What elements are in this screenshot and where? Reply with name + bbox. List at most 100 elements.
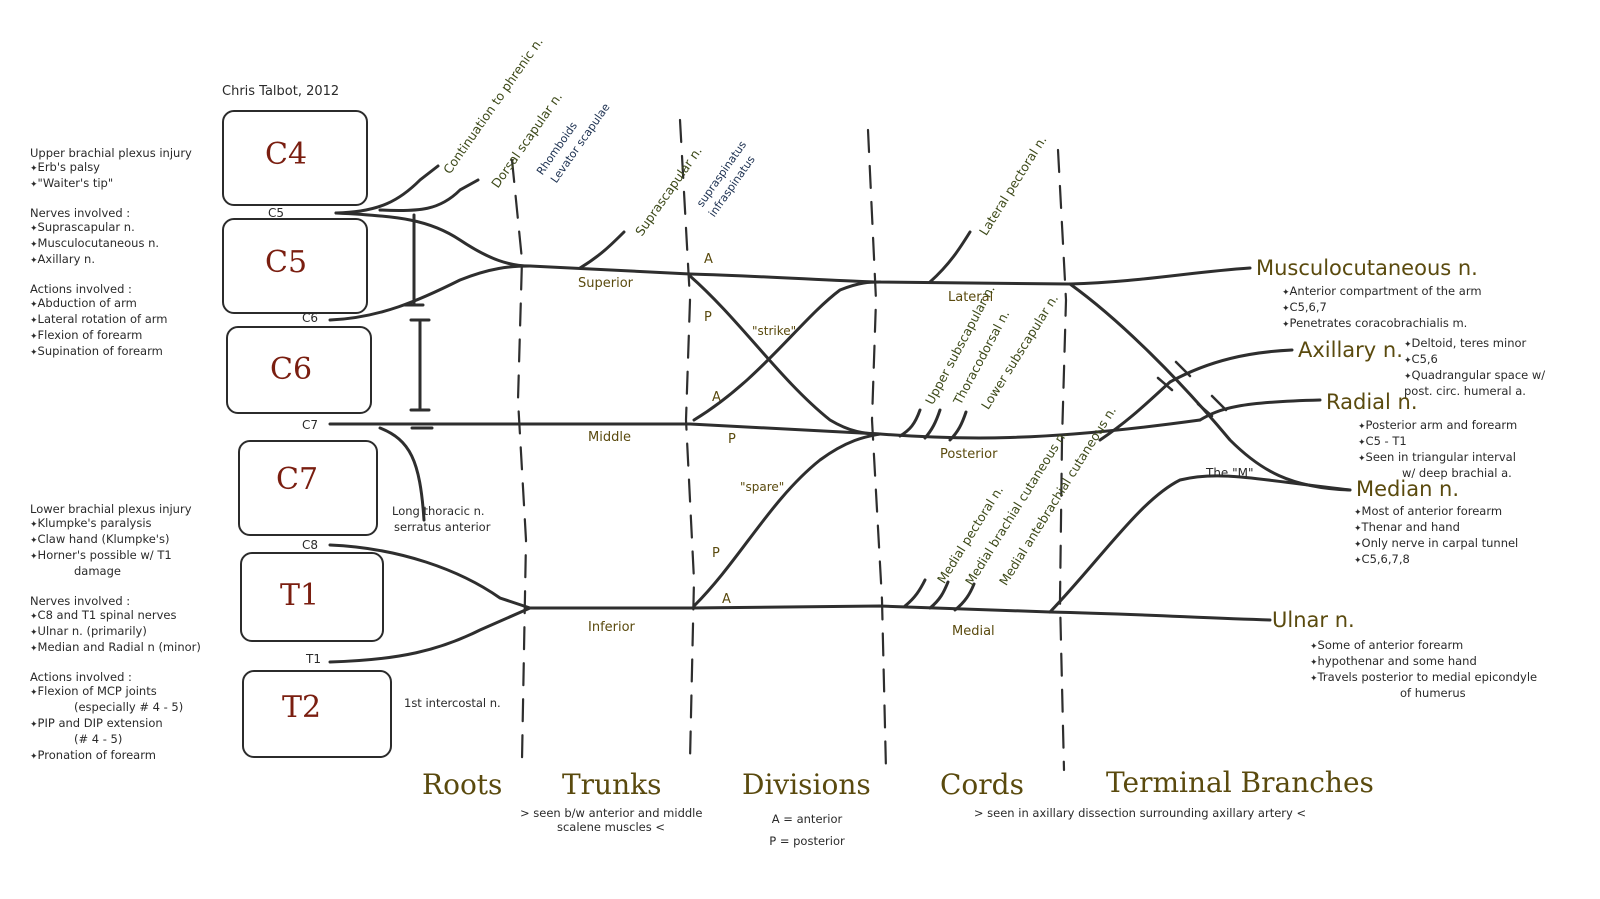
t1-root-line [328,606,532,664]
median-note: C5,6,7,8 [1354,552,1518,568]
lower-action-item: Flexion of MCP joints [30,684,201,700]
median-note: Most of anterior forearm [1354,504,1518,520]
c5-root-line [334,211,532,268]
trunks-subtitle-line: > seen b/w anterior and middle [520,806,703,820]
medial-to-median-line [1048,474,1352,614]
ulnar-note: hypothenar and some hand [1310,654,1537,670]
middle-trunk-line [328,418,1202,440]
suprascapular-line [578,230,626,270]
root-label-c6: C6 [270,352,313,387]
root-box-t1 [240,552,384,642]
root-label-c4: C4 [265,137,308,172]
cord-posterior-label: Posterior [940,447,998,462]
musculocutaneous-note: C5,6,7 [1282,300,1482,316]
ulnar-note: of humerus [1400,686,1466,700]
divisions-legend-a: A = anterior [771,812,843,826]
radial-name: Radial n. [1326,390,1418,414]
lower-injury-title: Lower brachial plexus injury [30,502,192,516]
c6-root-line [328,264,532,322]
lower-actions-title: Actions involved : [30,670,132,684]
axillary-note: Deltoid, teres minor [1404,336,1545,352]
median-name: Median n. [1356,477,1460,501]
lower-action-item: PIP and DIP extension [30,716,201,732]
lower-action-item: (especially # 4 - 5) [74,700,184,714]
level-label-t1: T1 [306,652,321,666]
level-label-c7: C7 [302,418,319,432]
ulnar-name: Ulnar n. [1272,608,1355,632]
division-a-inferior: A [722,592,731,607]
radial-note: w/ deep brachial a. [1402,466,1512,480]
long-thoracic-c7 [378,426,426,522]
trunk-inferior-label: Inferior [588,620,635,635]
upper-nerve-item: Axillary n. [30,252,192,268]
long-thoracic-note: serratus anterior [394,520,491,534]
axillary-name: Axillary n. [1298,338,1403,362]
axillary-line [1098,348,1294,442]
section-terminal: Terminal Branches [1106,766,1374,799]
credit: Chris Talbot, 2012 [222,84,340,99]
long-thoracic-label: Long thoracic n. [392,504,485,518]
trunks-subtitle: > seen b/w anterior and middle scalene m… [520,806,702,834]
upper-nerve-item: Suprascapular n. [30,220,192,236]
ulnar-note: Travels posterior to medial epicondyle [1310,670,1538,686]
upper-action-item: Supination of forearm [30,344,192,360]
trunk-middle-label: Middle [588,430,631,445]
root-label-c7: C7 [276,462,319,497]
median-note: Thenar and hand [1354,520,1518,536]
cord-medial-label: Medial [952,624,995,639]
divisions-legend-p: P = posterior [769,834,845,848]
strike-label: "strike" [752,324,797,338]
lower-injury-item: damage [74,564,121,578]
lower-action-item: (# 4 - 5) [74,732,123,746]
root-label-t2: T2 [282,690,322,725]
upper-action-item: Lateral rotation of arm [30,312,192,328]
inferior-posterior-division [692,432,882,608]
upper-action-item: Flexion of forearm [30,328,192,344]
radial-line [1198,398,1322,422]
upper-injury-title: Upper brachial plexus injury [30,146,192,160]
lower-nerve-item: C8 and T1 spinal nerves [30,608,201,624]
middle-anterior-division [692,280,882,422]
lower-injury-item: Claw hand (Klumpke's) [30,532,201,548]
radial-note: Posterior arm and forearm [1358,418,1518,434]
lower-nerve-item: Median and Radial n (minor) [30,640,201,656]
section-cords: Cords [940,768,1024,801]
lower-action-item: Pronation of forearm [30,748,201,764]
superior-posterior-division [688,274,882,436]
cord-lateral-label: Lateral [948,290,994,305]
ulnar-notes: Some of anterior forearm hypothenar and … [1310,638,1538,702]
root-box-c4 [222,110,368,206]
section-trunks: Trunks [562,768,662,801]
median-notes: Most of anterior forearm Thenar and hand… [1354,504,1519,568]
ulnar-note: Some of anterior forearm [1310,638,1537,654]
division-p-inferior: P [712,546,720,561]
root-label-t1: T1 [280,578,320,613]
radial-note: Seen in triangular interval [1358,450,1517,466]
radial-note: C5 - T1 [1358,434,1517,450]
root-box-c6 [226,326,372,414]
axillary-notes: Deltoid, teres minor C5,6 Quadrangular s… [1404,336,1545,400]
cords-subtitle: > seen in axillary dissection surroundin… [973,806,1307,820]
level-label-c6: C6 [302,311,319,325]
upper-injury-item: Erb's palsy [30,160,192,176]
lower-injury-notes: Lower brachial plexus injury Klumpke's p… [30,502,201,764]
upper-injury-notes: Upper brachial plexus injury Erb's palsy… [30,146,192,360]
inferior-trunk-line [528,604,1272,622]
divisions-subtitle: A = anterior P = posterior [752,808,862,852]
lower-injury-item: Horner's possible w/ T1 [30,548,201,564]
lower-nerve-item: Ulnar n. (primarily) [30,624,201,640]
upper-nerves-title: Nerves involved : [30,206,131,220]
root-label-c5: C5 [265,245,308,280]
level-label-c8: C8 [302,538,319,552]
upper-action-item: Abduction of arm [30,296,192,312]
axillary-note: Quadrangular space w/ [1404,368,1546,384]
section-dividers [510,118,1068,772]
musculocutaneous-notes: Anterior compartment of the arm C5,6,7 P… [1282,284,1482,332]
division-a-superior: A [704,252,713,267]
level-label-c5: C5 [268,206,285,220]
root-box-c5 [222,218,368,314]
radial-notes: Posterior arm and forearm C5 - T1 Seen i… [1358,418,1518,482]
the-m-label: The "M" [1206,466,1254,480]
